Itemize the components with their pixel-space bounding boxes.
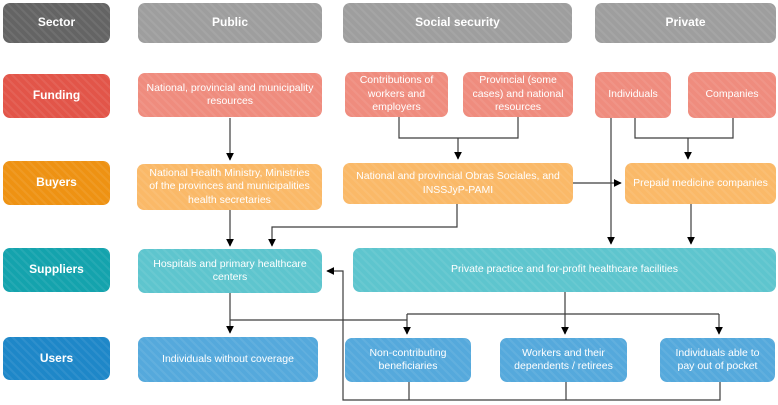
funding-contributions-box: Contributions of workers and employers (345, 72, 448, 117)
row-label-buyers: Buyers (3, 161, 110, 205)
row-label-users: Users (3, 337, 110, 380)
row-label-sector: Sector (3, 3, 110, 43)
suppliers-private-practice-box: Private practice and for-profit healthca… (353, 248, 776, 292)
buyers-prepaid-medicine-box: Prepaid medicine companies (625, 163, 776, 204)
suppliers-hospitals-box: Hospitals and primary healthcare centers (138, 249, 322, 293)
buyers-obras-sociales-box: National and provincial Obras Sociales, … (343, 163, 573, 204)
connector-private-funding-bracket (634, 118, 734, 139)
users-noncontributing-box: Non-contributing beneficiaries (345, 338, 471, 382)
connector-ss-funding-bracket (398, 117, 519, 139)
funding-companies-box: Companies (688, 72, 776, 118)
connector-obras-to-hospitals (268, 204, 458, 247)
column-header-private: Private (595, 3, 776, 43)
funding-provincial-resources-box: Provincial (some cases) and national res… (463, 72, 573, 117)
row-label-suppliers: Suppliers (3, 248, 110, 292)
users-without-coverage-box: Individuals without coverage (138, 337, 318, 382)
users-workers-box: Workers and their dependents / retirees (500, 338, 627, 382)
funding-individuals-box: Individuals (595, 72, 671, 118)
users-outofpocket-box: Individuals able to pay out of pocket (660, 338, 775, 382)
buyers-national-health-ministry-box: National Health Ministry, Ministries of … (137, 164, 322, 210)
column-header-public: Public (138, 3, 322, 43)
column-header-social-security: Social security (343, 3, 572, 43)
connector-private-practice-split (407, 292, 719, 315)
funding-public-resources-box: National, provincial and municipality re… (138, 73, 322, 117)
row-label-funding: Funding (3, 74, 110, 118)
